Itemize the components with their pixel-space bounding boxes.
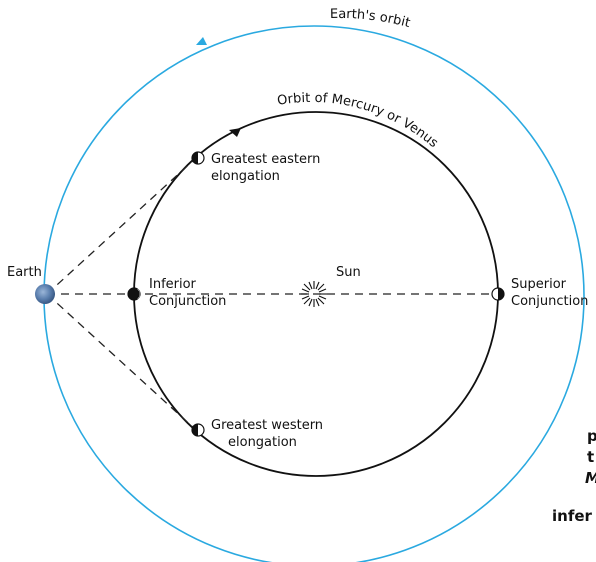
- sun-label: Sun: [336, 265, 361, 280]
- earth-label: Earth: [7, 265, 42, 280]
- greatest-eastern-label-1: Greatest eastern: [211, 152, 320, 167]
- cropped-text-line-3: M: [585, 469, 596, 487]
- earth-orbit-arrow-icon: [196, 37, 207, 45]
- cropped-text-line-1: p: [587, 427, 596, 445]
- greatest-western-label-2: elongation: [228, 435, 297, 450]
- phase-superior-conjunction-icon: [491, 287, 505, 301]
- phase-inferior-conjunction-icon: [127, 287, 141, 301]
- line-to-eastern-elongation: [46, 157, 197, 295]
- cropped-text-line-2: t: [587, 448, 594, 466]
- phase-eastern-elongation-icon: [191, 151, 205, 165]
- greatest-eastern-label-2: elongation: [211, 169, 280, 184]
- cropped-text-line-4: infer: [552, 507, 593, 525]
- phase-western-elongation-icon: [191, 423, 205, 437]
- earth-planet: [35, 284, 55, 304]
- line-to-western-elongation: [46, 293, 197, 431]
- sun-icon: [301, 281, 327, 307]
- inner-orbit-arrow-icon: [229, 128, 241, 137]
- sight-lines: [46, 157, 500, 431]
- superior-conjunction-label-1: Superior: [511, 277, 567, 292]
- inferior-conjunction-label-1: Inferior: [149, 277, 197, 292]
- greatest-western-label-1: Greatest western: [211, 418, 323, 433]
- inferior-conjunction-label-2: Conjunction: [149, 294, 226, 309]
- superior-conjunction-label-2: Conjunction: [511, 294, 588, 309]
